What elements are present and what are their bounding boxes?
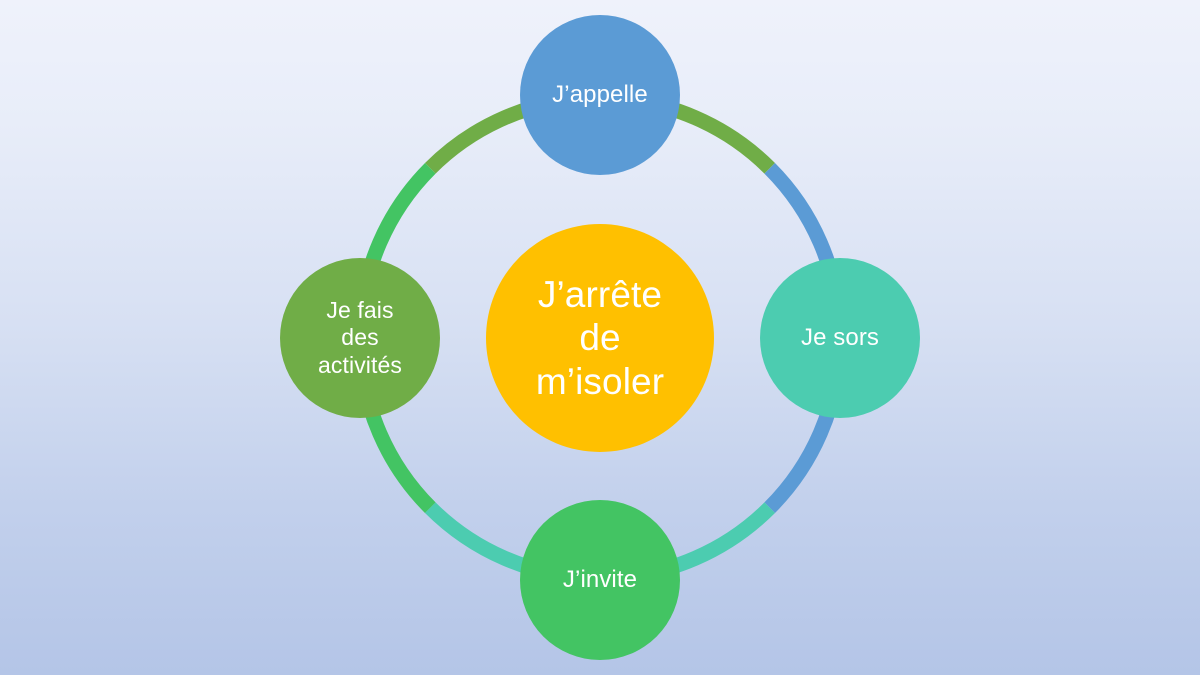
- node-invite: J’invite: [520, 500, 680, 660]
- node-invite-label: J’invite: [562, 565, 638, 593]
- center-node-label: J’arrête de m’isoler: [535, 273, 665, 402]
- node-je-sors: Je sors: [760, 258, 920, 418]
- center-node: J’arrête de m’isoler: [486, 224, 714, 452]
- node-activites: Je fais des activités: [280, 258, 440, 418]
- node-activites-label: Je fais des activités: [318, 297, 402, 378]
- node-je-sors-label: Je sors: [800, 323, 880, 351]
- node-appelle-label: J’appelle: [552, 80, 648, 108]
- node-appelle: J’appelle: [520, 15, 680, 175]
